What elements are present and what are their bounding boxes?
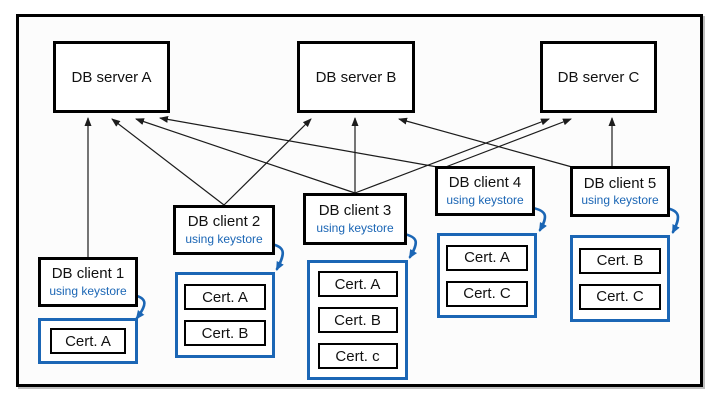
client-box-4: DB client 4 using keystore	[435, 166, 535, 216]
keystore-box-3: Cert. A Cert. B Cert. c	[307, 260, 408, 380]
cert-box: Cert. B	[184, 320, 266, 346]
client-sublabel: using keystore	[316, 220, 394, 235]
keystore-box-2: Cert. A Cert. B	[175, 272, 275, 358]
cert-box: Cert. A	[446, 244, 528, 271]
keystore-box-4: Cert. A Cert. C	[437, 233, 537, 318]
server-label: DB server B	[315, 68, 397, 86]
cert-box: Cert. C	[579, 283, 661, 310]
cert-box: Cert. C	[446, 280, 528, 307]
client-box-1: DB client 1 using keystore	[38, 257, 138, 307]
cert-box: Cert. B	[579, 247, 661, 274]
keystore-box-5: Cert. B Cert. C	[570, 235, 670, 322]
client-sublabel: using keystore	[185, 231, 263, 246]
cert-box: Cert. B	[317, 307, 398, 333]
client-box-5: DB client 5 using keystore	[570, 166, 670, 217]
client-box-3: DB client 3 using keystore	[303, 193, 407, 245]
client-label: DB client 2	[187, 213, 261, 231]
client-label: DB client 4	[448, 174, 522, 192]
cert-box: Cert. A	[50, 328, 126, 354]
client-label: DB client 5	[583, 174, 657, 192]
cert-box: Cert. A	[184, 284, 266, 310]
client-box-2: DB client 2 using keystore	[173, 205, 275, 255]
server-label: DB server C	[557, 68, 640, 86]
cert-box: Cert. c	[317, 343, 398, 369]
server-box-b: DB server B	[297, 41, 415, 113]
client-sublabel: using keystore	[446, 192, 524, 207]
cert-box: Cert. A	[317, 271, 398, 297]
client-label: DB client 1	[51, 265, 125, 283]
server-box-c: DB server C	[540, 41, 657, 113]
keystore-box-1: Cert. A	[38, 318, 138, 364]
server-label: DB server A	[71, 68, 152, 86]
client-sublabel: using keystore	[581, 193, 659, 208]
client-sublabel: using keystore	[49, 283, 127, 298]
server-box-a: DB server A	[53, 41, 170, 113]
client-label: DB client 3	[318, 202, 392, 220]
